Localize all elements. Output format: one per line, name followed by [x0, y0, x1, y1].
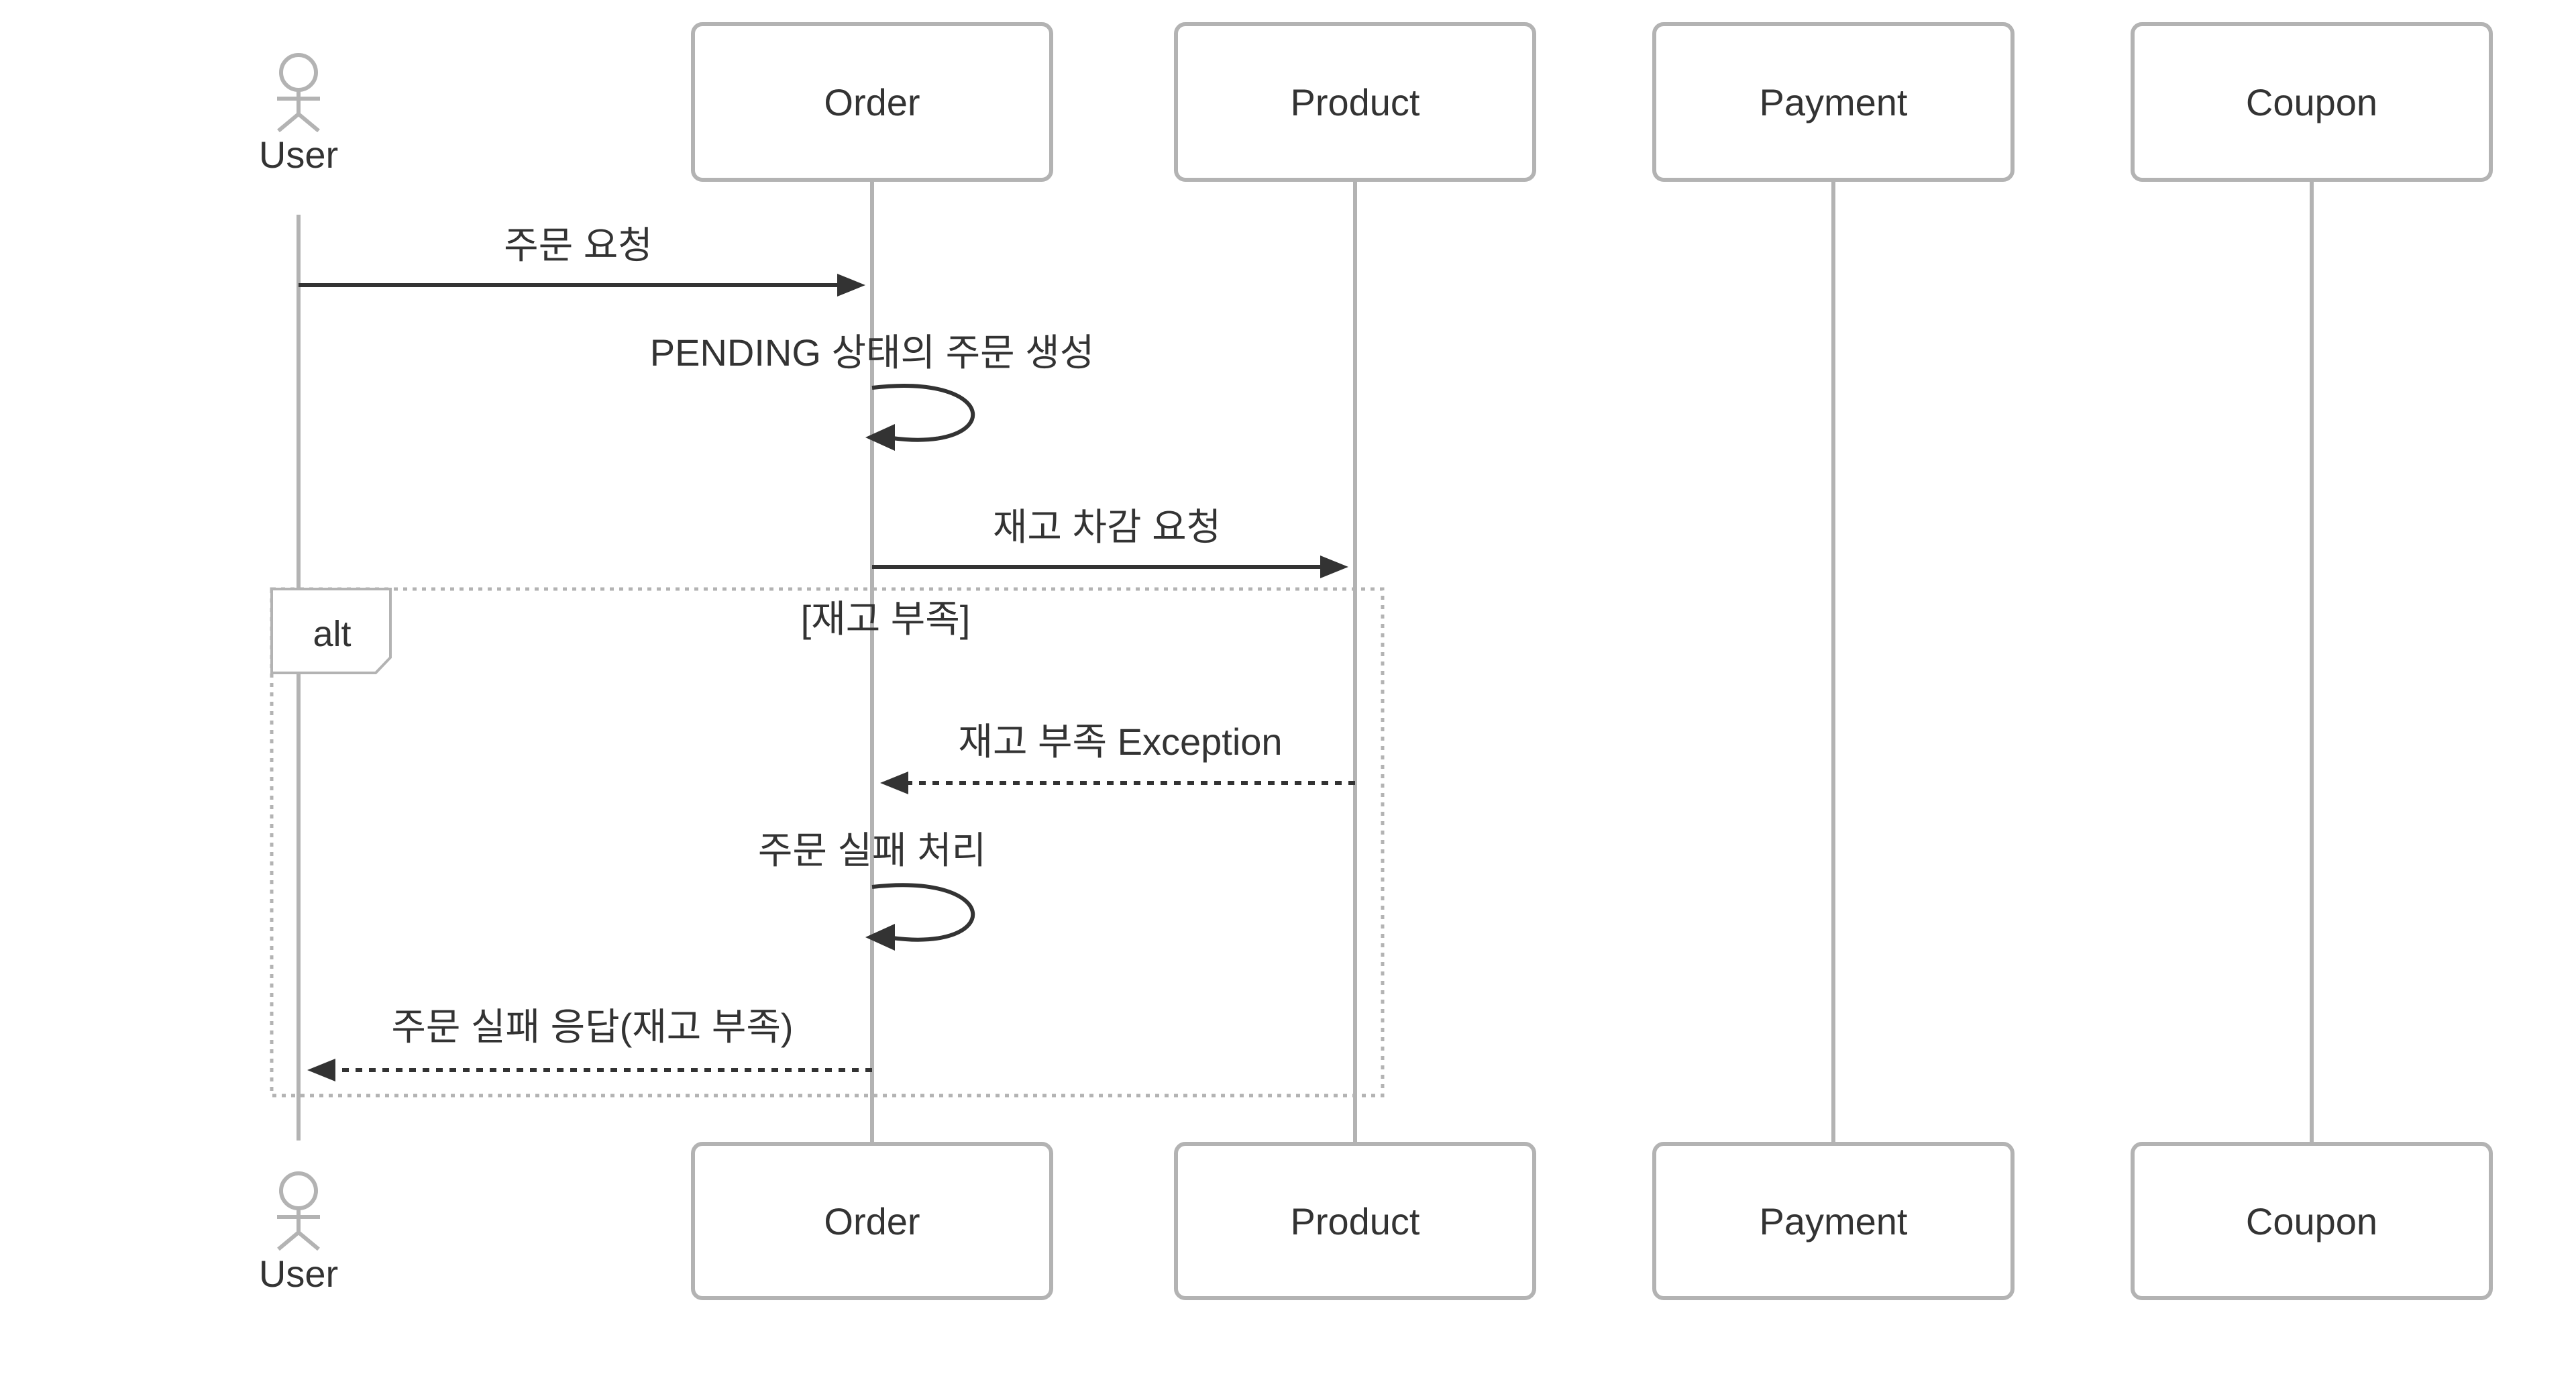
participant-label-product-bottom: Product: [1291, 1200, 1420, 1242]
participant-coupon-bottom: Coupon: [2131, 1142, 2493, 1300]
message-label-stock-deduct-request: 재고 차감 요청: [993, 506, 1221, 548]
alt-frame: alt [재고 부족]: [270, 587, 1385, 1098]
message-stock-deduct-request: 재고 차감 요청: [872, 506, 1348, 578]
participant-product-top: Product: [1174, 22, 1536, 182]
message-label-order-failure-handling: 주문 실패 처리: [758, 829, 986, 871]
message-label-order-request: 주문 요청: [504, 224, 653, 266]
arrowhead: [865, 924, 895, 951]
participant-label-product: Product: [1291, 81, 1420, 123]
participant-label-coupon: Coupon: [2246, 81, 2377, 123]
arrowhead: [837, 274, 865, 297]
participant-order-bottom: Order: [691, 1142, 1053, 1300]
participant-label-coupon-bottom: Coupon: [2246, 1200, 2377, 1242]
alt-frame-tab: [270, 588, 392, 674]
participant-order-top: Order: [691, 22, 1053, 182]
message-label-stock-shortage-exception: 재고 부족 Exception: [958, 721, 1282, 763]
message-order-failure-response: 주문 실패 응답(재고 부족): [307, 1006, 872, 1081]
arrowhead: [880, 772, 908, 794]
message-stock-shortage-exception: 재고 부족 Exception: [880, 721, 1355, 794]
message-label-create-pending-order: PENDING 상태의 주문 생성: [650, 331, 1094, 374]
participant-payment-top: Payment: [1652, 22, 2015, 182]
participant-label-payment-bottom: Payment: [1760, 1200, 1908, 1242]
message-order-request: 주문 요청: [299, 224, 865, 297]
participant-label-user: User: [259, 134, 338, 176]
participant-coupon-top: Coupon: [2131, 22, 2493, 182]
actor-user-bottom: User: [259, 1171, 338, 1295]
message-create-pending-order: PENDING 상태의 주문 생성: [650, 331, 1094, 451]
message-order-failure-handling: 주문 실패 처리: [758, 829, 986, 951]
alt-frame-guard: [재고 부족]: [801, 598, 971, 640]
participant-label-user-bottom: User: [259, 1253, 338, 1295]
participant-label-payment: Payment: [1760, 81, 1908, 123]
actor-user-top: User: [259, 53, 338, 176]
alt-frame-label: alt: [313, 614, 351, 654]
arrowhead: [1320, 555, 1348, 578]
message-label-order-failure-response: 주문 실패 응답(재고 부족): [391, 1006, 793, 1048]
participant-label-order: Order: [824, 81, 920, 123]
arrowhead: [307, 1059, 335, 1081]
arrowhead: [865, 424, 895, 451]
participant-payment-bottom: Payment: [1652, 1142, 2015, 1300]
participant-product-bottom: Product: [1174, 1142, 1536, 1300]
participant-label-order-bottom: Order: [824, 1200, 920, 1242]
